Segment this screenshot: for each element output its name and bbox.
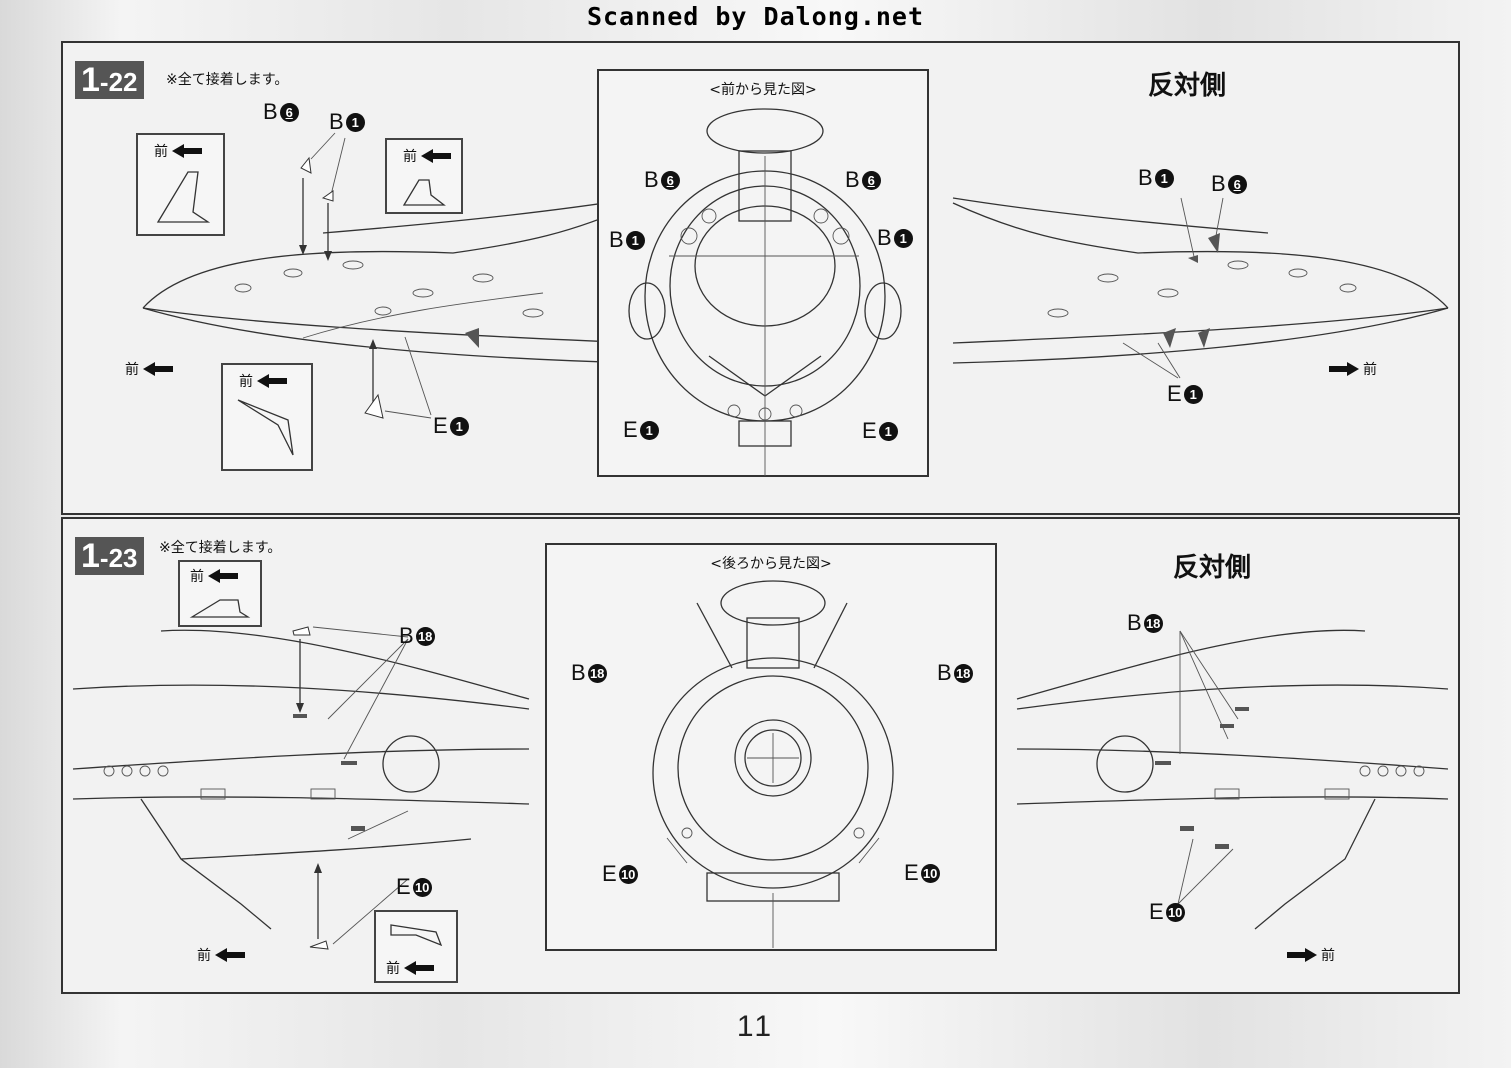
arrow-left-icon: [404, 961, 434, 975]
arrow-left-icon: [257, 374, 287, 388]
part-arrows-b18-left: [292, 626, 409, 760]
front-view-title: <前から見た図>: [709, 82, 817, 98]
opposite-side-label: 反対側: [1173, 553, 1252, 583]
opposite-side-label: 反対側: [1148, 71, 1227, 101]
arrow-left-icon: [421, 149, 451, 163]
step-number-badge: 1-22: [75, 61, 144, 99]
detail-box-b6: 前: [136, 133, 225, 236]
front-direction-label: 前: [403, 146, 451, 166]
ship-rear-side-right: [1016, 629, 1449, 930]
arrow-left-icon: [208, 569, 238, 583]
front-direction-label: 前: [190, 566, 238, 586]
front-direction-left: 前: [197, 945, 245, 965]
arrow-left-icon: [143, 362, 173, 376]
front-direction-left: 前: [125, 359, 173, 379]
detail-box-e10: 前: [374, 910, 458, 983]
arrow-left-icon: [215, 948, 245, 962]
ship-rear-view: [652, 580, 894, 948]
glue-note: ※全て接着します。: [159, 540, 282, 556]
arrow-right-icon: [1287, 948, 1317, 962]
front-direction-right: 前: [1287, 945, 1335, 965]
front-direction-label: 前: [154, 141, 202, 161]
arrow-right-icon: [1329, 362, 1359, 376]
detail-box-e1: 前: [221, 363, 313, 471]
ship-rear-side-left: [72, 629, 530, 930]
detail-box-b1: 前: [385, 138, 463, 214]
page-number: 11: [736, 1010, 775, 1043]
ship-side-view-right: [952, 197, 1449, 364]
part-arrow-e1-left: [364, 336, 432, 419]
scan-credit: Scanned by Dalong.net: [586, 2, 925, 31]
front-direction-label: 前: [386, 958, 434, 978]
step-number-badge: 1-23: [75, 537, 144, 575]
ship-side-view-left: [142, 197, 639, 364]
detail-box-b18: 前: [178, 560, 262, 627]
rear-view-title: <後ろから見た図>: [710, 556, 832, 572]
ship-front-view: [628, 108, 902, 476]
glue-note: ※全て接着します。: [166, 72, 289, 88]
front-direction-right: 前: [1329, 359, 1377, 379]
part-arrows-top-left: [299, 132, 346, 261]
arrow-left-icon: [172, 144, 202, 158]
front-direction-label: 前: [239, 371, 287, 391]
part-arrows-e10-left: [309, 810, 409, 950]
